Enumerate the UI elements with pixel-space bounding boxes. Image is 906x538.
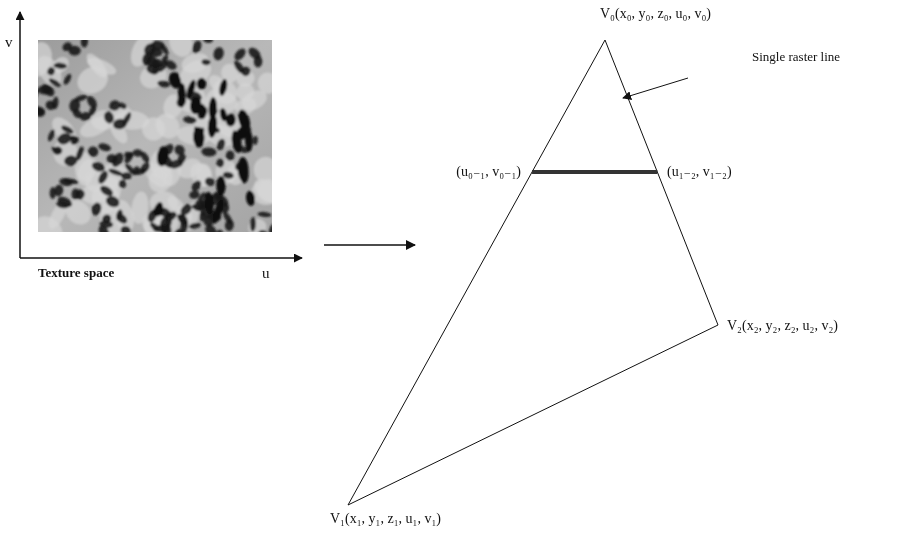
endpoint-label: (u₁₋₂, v₁₋₂) [667, 163, 732, 181]
vertex-label: V₁(x₁, y₁, z₁, u₁, v₁) [330, 510, 441, 528]
texture-space-node: Texture space [0, 0, 322, 292]
texture-image [38, 40, 272, 232]
endpoint-label: (u₀₋₁, v₀₋₁) [456, 163, 521, 181]
flow-arrow [324, 244, 415, 246]
v-axis [19, 12, 21, 258]
triangle-node: V₀(x₀, y₀, z₀, u₀, v₀)V₁(x₁, y₁, z₁, u₁,… [415, 0, 901, 538]
leader-arrow [623, 78, 688, 98]
triangle-outline [415, 0, 901, 538]
triangle-edge [348, 40, 718, 505]
vertex-label: V₂(x₂, y₂, z₂, u₂, v₂) [727, 317, 838, 335]
vertex-label: V₀(x₀, y₀, z₀, u₀, v₀) [600, 5, 711, 23]
caption-text: Texture space [38, 264, 114, 282]
axis-label: u [262, 264, 270, 282]
raster-line [532, 170, 657, 174]
callout-text: Single raster line [752, 48, 840, 66]
axis-label: v [5, 33, 13, 51]
u-axis [20, 257, 302, 259]
